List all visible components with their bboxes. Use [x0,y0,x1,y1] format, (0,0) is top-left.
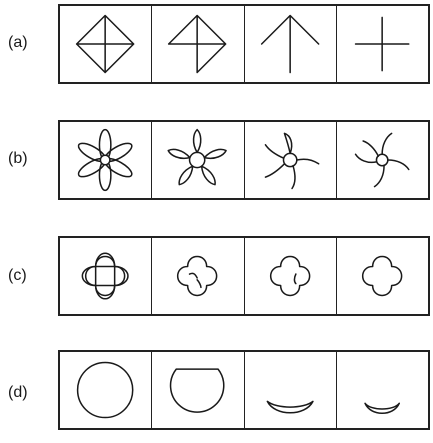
row-label-b: (b) [8,150,48,168]
cut-circle-figure [152,352,243,428]
figure-a3 [245,6,337,82]
crescent-small-figure [337,352,428,428]
cross-figure [337,6,428,82]
crescent-wide-figure [245,352,336,428]
kite-full-figure [60,6,151,82]
figure-b4 [337,122,428,198]
figure-strip-a [58,4,430,84]
flower-pinwheel-figure [245,122,336,198]
clover-outline-figure [337,238,428,314]
figure-d3 [245,352,337,428]
clover-with-arc-figure [245,238,336,314]
figure-a2 [152,6,244,82]
row-label-a: (a) [8,34,48,52]
clover-with-cross-figure [60,238,151,314]
flower-six-petals-figure [60,122,151,198]
figure-b1 [60,122,152,198]
figure-d2 [152,352,244,428]
clover-with-arcs-figure [152,238,243,314]
figure-strip-c [58,236,430,316]
figure-a4 [337,6,428,82]
figure-d4 [337,352,428,428]
flower-spiral-figure [337,122,428,198]
figure-a1 [60,6,152,82]
flower-five-petals-figure [152,122,243,198]
figure-strip-d [58,350,430,430]
figure-b2 [152,122,244,198]
kite-partial-figure [152,6,243,82]
figure-strip-b [58,120,430,200]
figure-b3 [245,122,337,198]
circle-figure [60,352,151,428]
figure-d1 [60,352,152,428]
figure-c3 [245,238,337,314]
figure-c1 [60,238,152,314]
kite-top-figure [245,6,336,82]
figure-c2 [152,238,244,314]
row-label-d: (d) [8,384,48,402]
row-label-c: (c) [8,267,48,285]
figure-c4 [337,238,428,314]
